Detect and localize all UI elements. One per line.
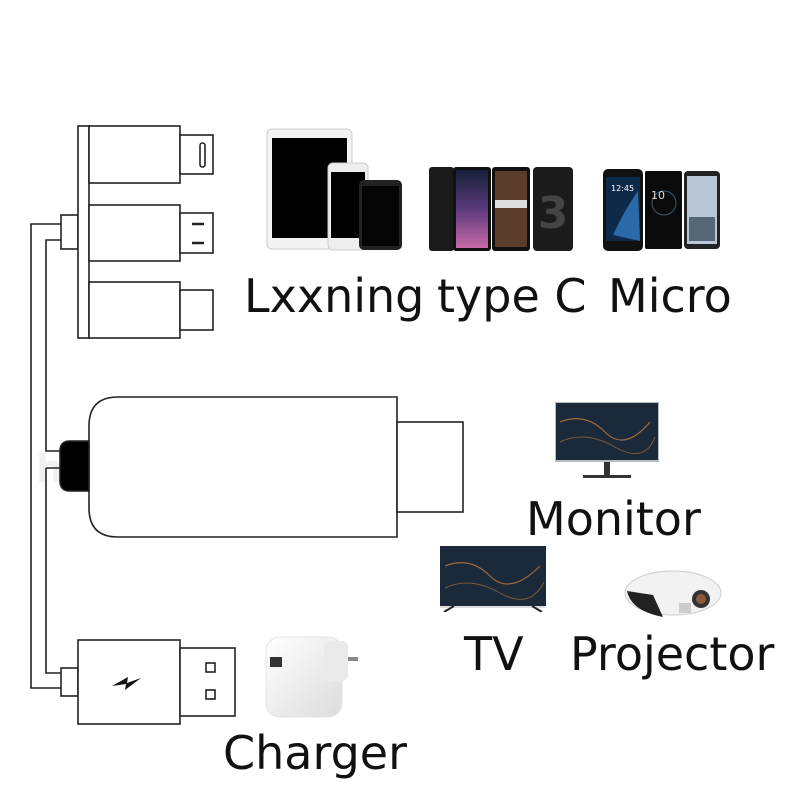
type-c-phones-image: 3 bbox=[429, 167, 573, 251]
svg-text:12:45: 12:45 bbox=[611, 184, 634, 193]
connector-hub bbox=[60, 125, 90, 339]
monitor-image bbox=[555, 402, 659, 478]
lightning-connector bbox=[88, 125, 214, 184]
tv-image bbox=[440, 546, 546, 612]
label-micro: Micro bbox=[608, 269, 732, 323]
micro-usb-connector bbox=[88, 204, 214, 262]
micro-phones-image: 12:45 10 bbox=[603, 169, 720, 251]
label-projector: Projector bbox=[570, 627, 775, 681]
lightning-bolt-icon bbox=[112, 677, 141, 690]
label-lightning: Lxxning bbox=[244, 269, 425, 323]
label-charger: Charger bbox=[223, 726, 407, 780]
svg-text:10: 10 bbox=[651, 189, 665, 202]
projector-image bbox=[624, 570, 722, 617]
label-monitor: Monitor bbox=[526, 492, 701, 546]
type-c-connector bbox=[88, 281, 214, 339]
charger-image bbox=[265, 636, 358, 718]
usb-charge-connector bbox=[60, 639, 236, 725]
apple-devices-image bbox=[266, 128, 402, 251]
svg-text:3: 3 bbox=[538, 188, 569, 239]
label-type-c: type C bbox=[437, 269, 587, 323]
hdmi-dongle bbox=[59, 396, 464, 538]
label-tv: TV bbox=[464, 627, 524, 681]
